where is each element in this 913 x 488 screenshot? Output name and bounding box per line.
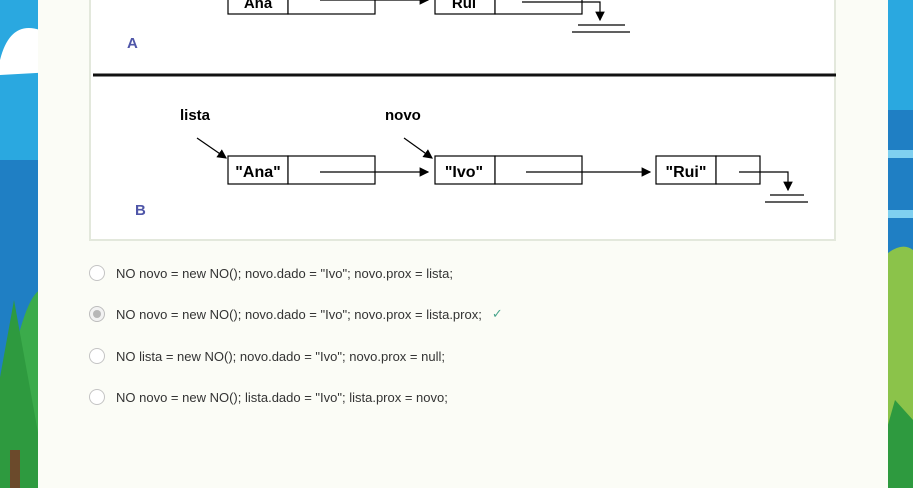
radio-button-selected[interactable] xyxy=(89,306,105,322)
part-a-node-2-label: Rui xyxy=(452,0,476,12)
part-b: lista novo "Ana" "Ivo" "Rui" B xyxy=(135,107,808,219)
part-b-node-2-label: "Ivo" xyxy=(445,164,483,181)
answer-option-1[interactable]: NO novo = new NO(); novo.dado = "Ivo"; n… xyxy=(89,262,453,284)
answer-option-4[interactable]: NO novo = new NO(); lista.dado = "Ivo"; … xyxy=(89,386,448,408)
pointer-lista-label: lista xyxy=(180,107,211,124)
checkmark-icon: ✓ xyxy=(491,306,503,321)
answer-option-label: NO novo = new NO(); novo.dado = "Ivo"; n… xyxy=(116,306,482,322)
answer-option-label: NO lista = new NO(); novo.dado = "Ivo"; … xyxy=(116,348,445,364)
answer-option-label: NO novo = new NO(); lista.dado = "Ivo"; … xyxy=(116,389,448,405)
answer-option-2[interactable]: NO novo = new NO(); novo.dado = "Ivo"; n… xyxy=(89,303,503,325)
part-b-node-1-label: "Ana" xyxy=(235,164,280,181)
part-b-label: B xyxy=(135,202,146,219)
linked-list-figure: Ana Rui A lista novo "Ana" "Ivo" xyxy=(89,0,836,241)
part-b-node-3-label: "Rui" xyxy=(666,164,707,181)
radio-button[interactable] xyxy=(89,348,105,364)
part-a: Ana Rui A xyxy=(127,0,630,52)
linked-list-diagram: Ana Rui A lista novo "Ana" "Ivo" xyxy=(93,0,836,219)
radio-button[interactable] xyxy=(89,389,105,405)
answer-option-3[interactable]: NO lista = new NO(); novo.dado = "Ivo"; … xyxy=(89,345,445,367)
part-a-label: A xyxy=(127,35,138,52)
radio-button[interactable] xyxy=(89,265,105,281)
answer-option-label: NO novo = new NO(); novo.dado = "Ivo"; n… xyxy=(116,265,453,281)
pointer-novo-label: novo xyxy=(385,107,421,124)
part-a-node-1-label: Ana xyxy=(244,0,273,12)
